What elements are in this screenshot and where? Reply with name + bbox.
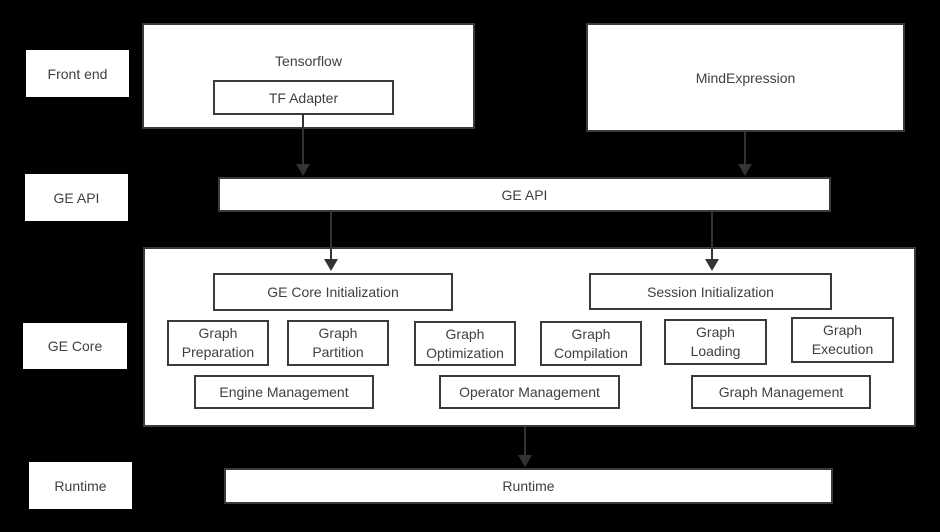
ge-core-initialization-box: GE Core Initialization [213, 273, 453, 311]
session-initialization-box: Session Initialization [589, 273, 832, 310]
arrow-ge-core-to-runtime [518, 427, 532, 467]
mindexpression-box: MindExpression [586, 23, 905, 132]
ge-core-box: GE Core Initialization Session Initializ… [143, 247, 916, 427]
tensorflow-box: Tensorflow TF Adapter [142, 23, 475, 129]
operator-management-box: Operator Management [439, 375, 620, 409]
graph-partition-box: Graph Partition [287, 320, 389, 366]
row-label-ge-api: GE API [25, 174, 128, 221]
row-label-ge-core: GE Core [23, 323, 127, 369]
runtime-bar: Runtime [224, 468, 833, 504]
tf-adapter-box: TF Adapter [213, 80, 394, 115]
graph-preparation-box: Graph Preparation [167, 320, 269, 366]
ge-api-bar: GE API [218, 177, 831, 212]
arrow-ge-api-to-ge-core-initialization [324, 212, 338, 271]
graph-management-box: Graph Management [691, 375, 871, 409]
graph-execution-box: Graph Execution [791, 317, 894, 363]
graph-loading-box: Graph Loading [664, 319, 767, 365]
arrow-mindexpression-to-ge-api [738, 132, 752, 176]
arrow-tf-adapter-to-ge-api [296, 114, 310, 176]
row-label-front-end: Front end [26, 50, 129, 97]
arrow-ge-api-to-session-initialization [705, 212, 719, 271]
graph-optimization-box: Graph Optimization [414, 321, 516, 366]
engine-management-box: Engine Management [194, 375, 374, 409]
graph-compilation-box: Graph Compilation [540, 321, 642, 366]
row-label-runtime: Runtime [29, 462, 132, 509]
tensorflow-label: Tensorflow [275, 53, 342, 69]
